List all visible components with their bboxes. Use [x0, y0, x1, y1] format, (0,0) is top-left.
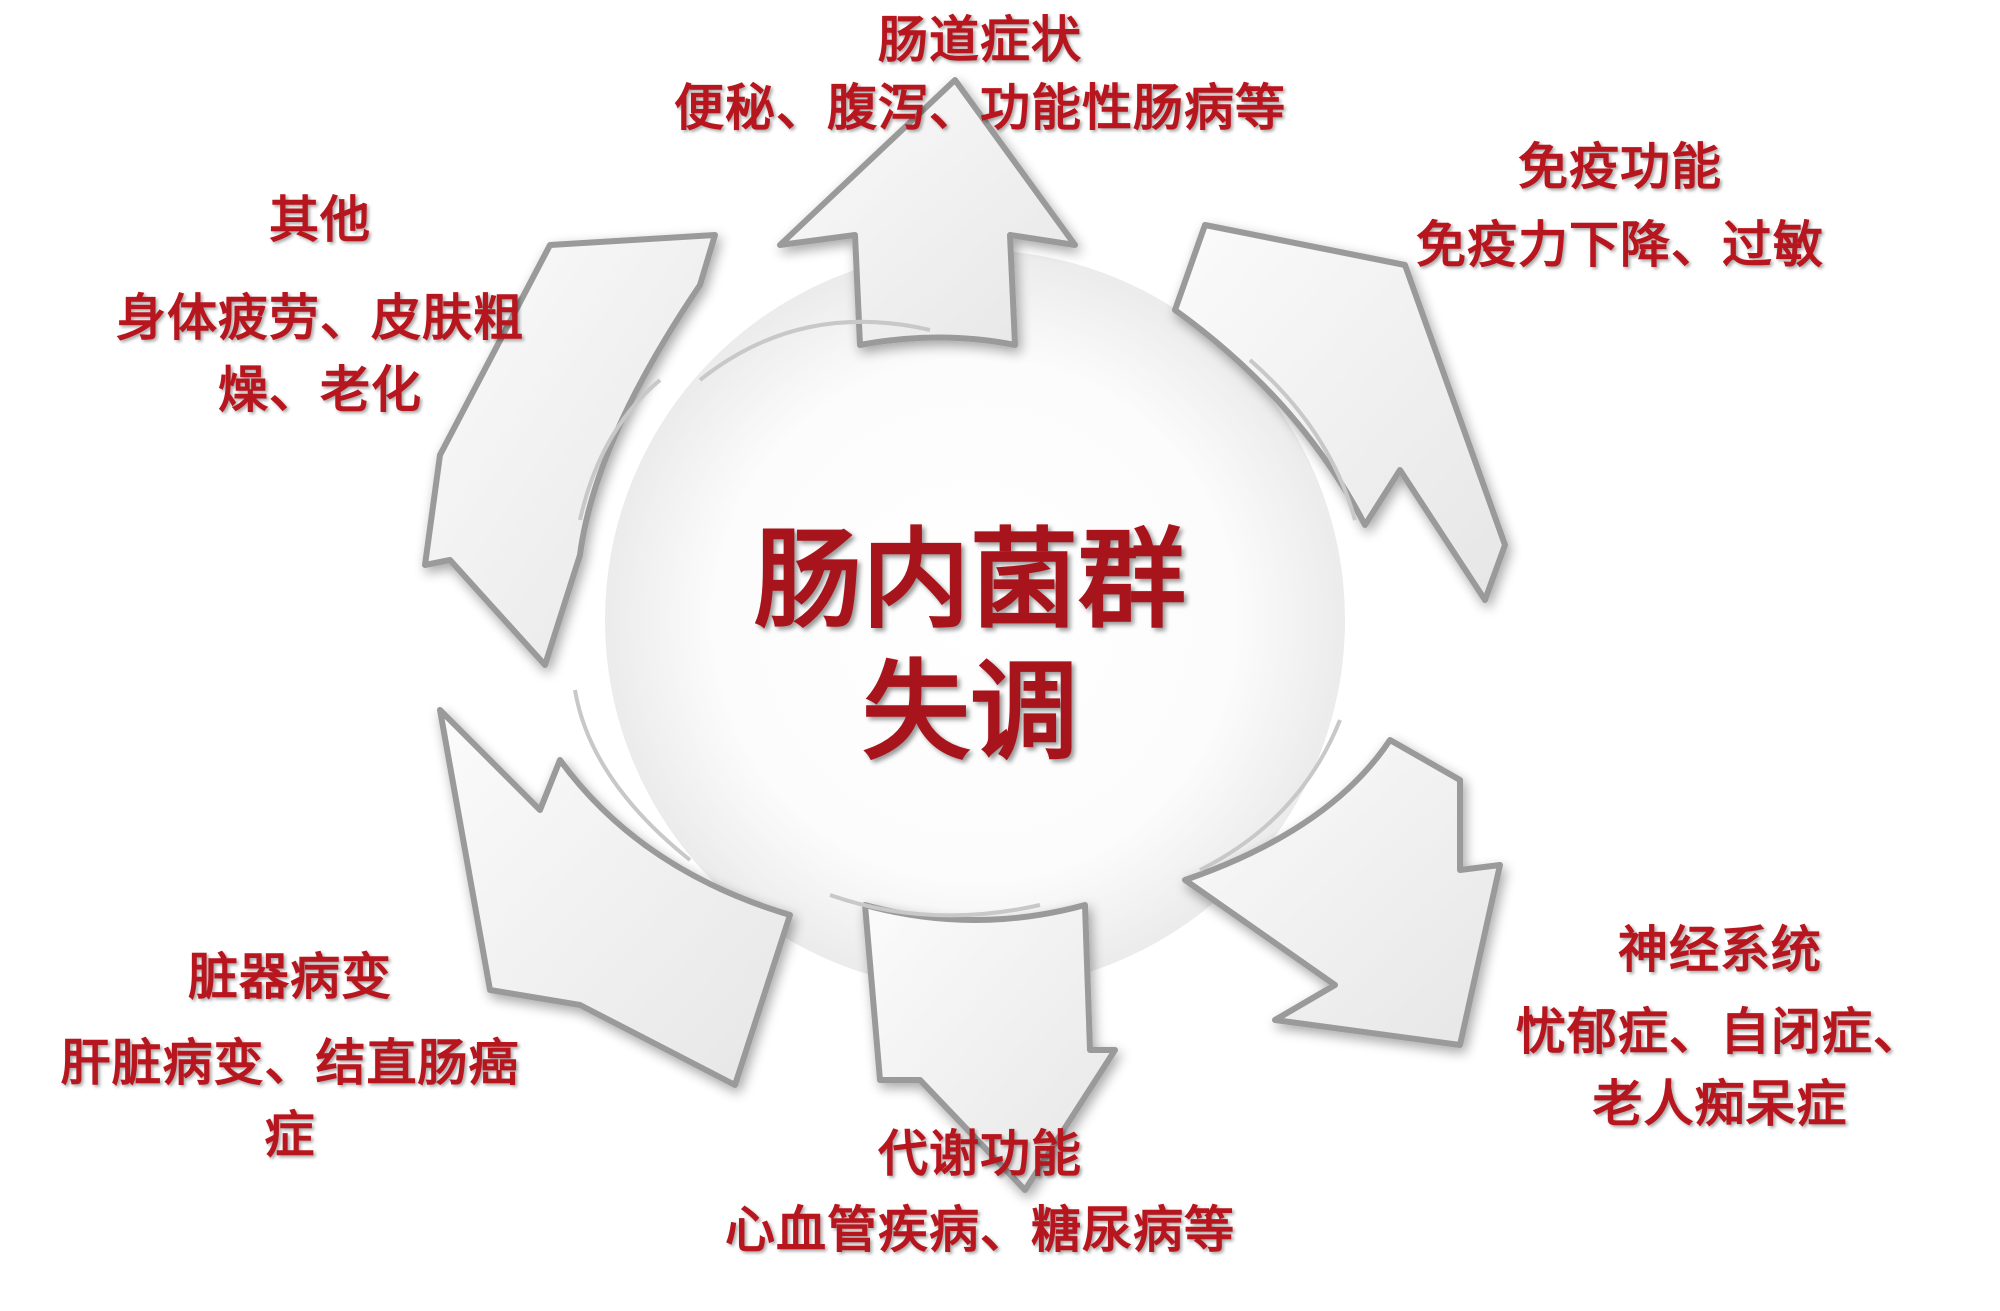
node-desc: 心血管疾病、糖尿病等 — [725, 1201, 1235, 1259]
swirl-line — [578, 378, 662, 521]
center-line-2: 失调 — [861, 650, 1078, 775]
arrow-upper-right — [1172, 222, 1508, 603]
node-desc-line-2: 燥、老化 — [218, 361, 422, 419]
node-immune-function: 免疫功能 免疫力下降、过敏 — [1360, 135, 1880, 281]
swirl-line — [698, 319, 931, 382]
arrow-lower-left — [437, 707, 793, 1088]
node-intestinal-symptoms: 肠道症状 便秘、腹泻、功能性肠病等 — [600, 8, 1360, 144]
swirl-line — [573, 689, 692, 862]
node-desc-line-1: 忧郁症、自闭症、 — [1516, 1003, 1924, 1061]
node-title: 代谢功能 — [878, 1125, 1082, 1183]
arrow-lower-right — [1182, 737, 1503, 1048]
node-title: 其他 — [269, 191, 371, 249]
node-desc-line-1: 肝脏病变、结直肠癌 — [60, 1034, 520, 1092]
node-nervous-system: 神经系统 忧郁症、自闭症、 老人痴呆症 — [1460, 918, 1980, 1140]
node-metabolic-function: 代谢功能 心血管疾病、糖尿病等 — [640, 1122, 1320, 1266]
node-other: 其他 身体疲劳、皮肤粗 燥、老化 — [80, 188, 560, 426]
swirl-line — [1199, 719, 1342, 872]
swirl-line — [1248, 358, 1357, 521]
node-desc: 便秘、腹泻、功能性肠病等 — [674, 79, 1286, 137]
center-title: 肠内菌群 失调 — [700, 515, 1240, 779]
node-title: 肠道症状 — [878, 11, 1082, 69]
node-desc-line-1: 身体疲劳、皮肤粗 — [116, 289, 524, 347]
node-desc-line-2: 症 — [264, 1106, 316, 1164]
swirl-line — [829, 893, 1041, 918]
arrow-bottom — [862, 902, 1118, 1193]
node-title: 免疫功能 — [1518, 138, 1722, 196]
node-title: 脏器病变 — [188, 948, 392, 1006]
center-line-1: 肠内菌群 — [753, 518, 1186, 643]
arrow-top — [777, 77, 1078, 348]
node-organ-lesions: 脏器病变 肝脏病变、结直肠癌 症 — [10, 945, 570, 1171]
node-desc: 免疫力下降、过敏 — [1416, 216, 1824, 274]
node-desc-line-2: 老人痴呆症 — [1592, 1075, 1848, 1133]
arrow-upper-left — [422, 232, 718, 668]
node-title: 神经系统 — [1618, 921, 1822, 979]
hub-circle — [605, 250, 1345, 990]
